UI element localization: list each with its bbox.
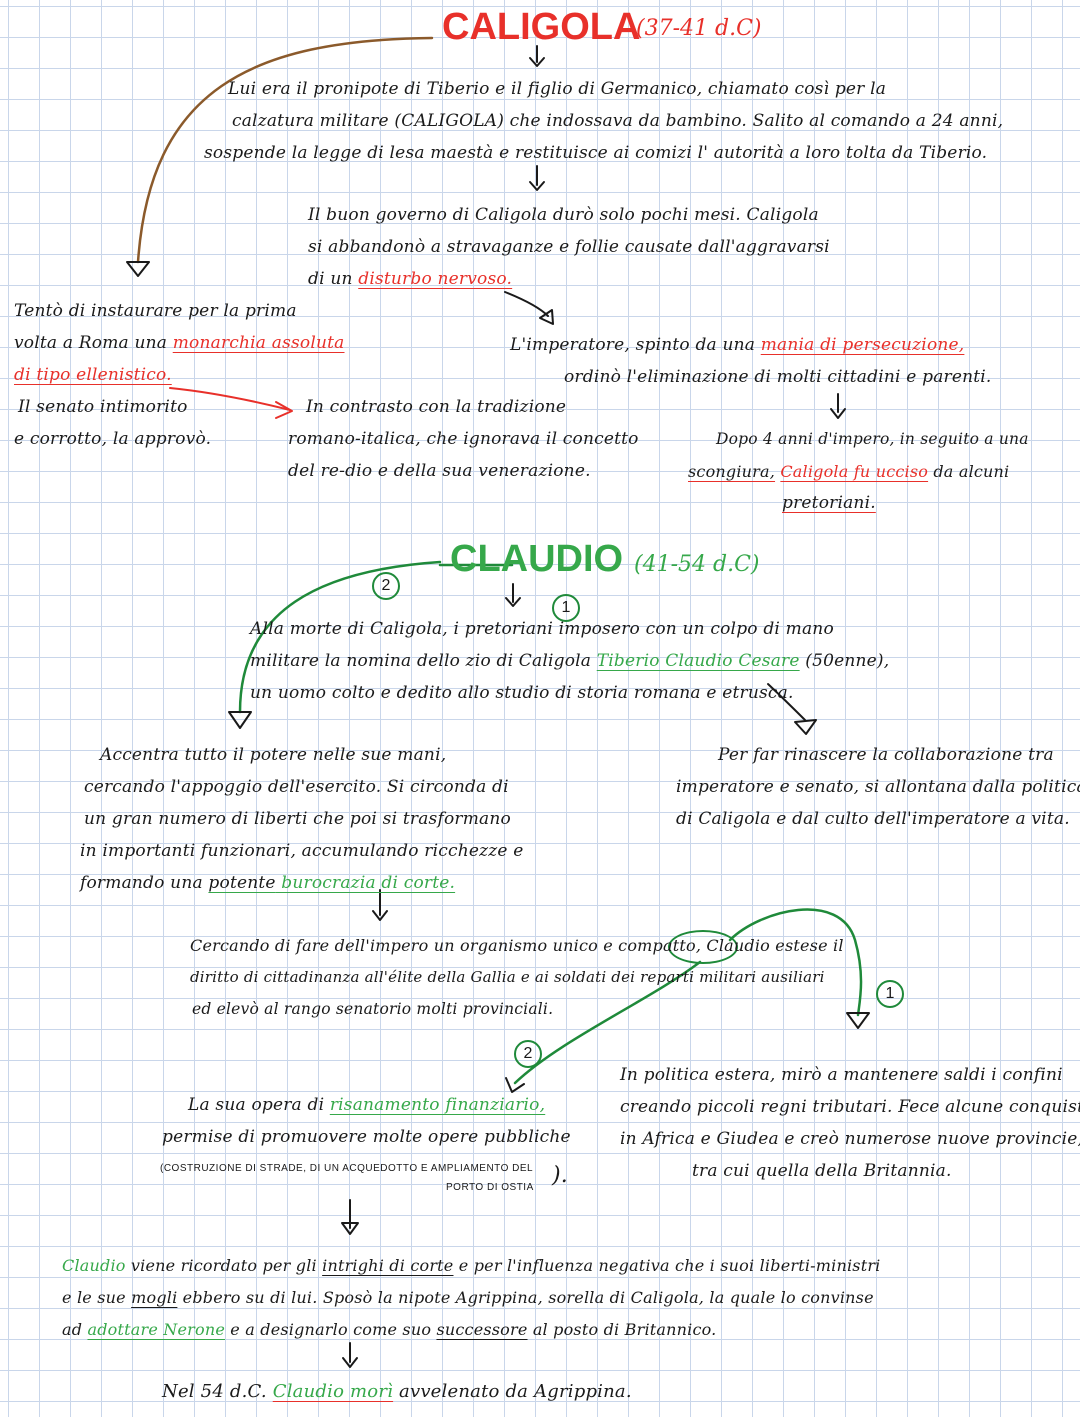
potere-line: in importanti funzionari, accumulando ri…: [80, 841, 524, 861]
claudio-oval: [668, 930, 738, 964]
contrasto-line: In contrasto con la tradizione: [306, 397, 567, 417]
risanamento-finanziario: risanamento finanziario,: [329, 1095, 546, 1115]
tiberio-claudio-cesare: Tiberio Claudio Cesare: [596, 651, 800, 671]
potere-line: Accentra tutto il potere nelle sue mani,: [100, 745, 447, 765]
caligola-dates: (37-41 d.C): [636, 16, 762, 41]
senato-line: imperatore e senato, si allontana dalla …: [676, 777, 1080, 797]
morte-line: scongiura, Caligola fu ucciso da alcuni: [688, 462, 1010, 481]
contrasto-line: del re-dio e della sua venerazione.: [288, 461, 591, 481]
badge-1: 1: [552, 594, 580, 622]
morte-line: Dopo 4 anni d'impero, in seguito a una: [716, 430, 1029, 448]
estera-line: tra cui quella della Britannia.: [692, 1161, 952, 1181]
intrighi-line: Claudio viene ricordato per gli intrighi…: [62, 1256, 881, 1275]
senato-line: di Caligola e dal culto dell'imperatore …: [676, 809, 1070, 829]
intrighi-line: e le sue mogli ebbero su di lui. Sposò l…: [62, 1288, 874, 1307]
persecuzione-line: ordinò l'eliminazione di molti cittadini…: [564, 367, 992, 387]
caligola-title: CALIGOLA: [442, 6, 641, 48]
claudio-intro-line: Alla morte di Caligola, i pretoriani imp…: [250, 619, 834, 639]
monarchia-line: Il senato intimorito: [18, 397, 188, 417]
caligola-intro-line: Lui era il pronipote di Tiberio e il fig…: [228, 79, 887, 99]
monarchia-assoluta: monarchia assoluta: [172, 333, 345, 353]
finanze-note: PORTO DI OSTIA: [446, 1182, 534, 1193]
badge-2: 2: [372, 572, 400, 600]
claudio-intro-line: militare la nomina dello zio di Caligola…: [250, 651, 890, 671]
caligola-intro-line: sospende la legge di lesa maestà e resti…: [204, 143, 988, 163]
estera-line: In politica estera, mirò a mantenere sal…: [620, 1065, 1063, 1085]
mania-persecuzione: mania di persecuzione,: [760, 335, 965, 355]
cittadinanza-line: ed elevò al rango senatorio molti provin…: [192, 1000, 554, 1018]
potere-line: un gran numero di liberti che poi si tra…: [84, 809, 511, 829]
adottare-nerone: adottare Nerone: [87, 1320, 226, 1339]
finanze-line: La sua opera di risanamento finanziario,: [188, 1095, 546, 1115]
claudio-mori: Claudio morì: [272, 1381, 394, 1402]
senato-line: Per far rinascere la collaborazione tra: [718, 745, 1054, 765]
finanze-note: (COSTRUZIONE DI STRADE, DI UN ACQUEDOTTO…: [160, 1163, 534, 1174]
disturbo-nervoso: disturbo nervoso.: [358, 269, 513, 289]
governo-line: si abbandonò a stravaganze e follie caus…: [308, 237, 830, 257]
caligola-intro-line: calzatura militare (CALIGOLA) che indoss…: [232, 111, 1004, 131]
claudio-fine: Nel 54 d.C. Claudio morì avvelenato da A…: [162, 1381, 632, 1402]
caligola-ucciso: Caligola fu ucciso: [780, 462, 929, 481]
badge-2-loop: 2: [514, 1040, 542, 1068]
monarchia-line: e corrotto, la approvò.: [14, 429, 212, 449]
monarchia-line: Tentò di instaurare per la prima: [14, 301, 297, 321]
claudio-title: CLAUDIO: [450, 538, 624, 580]
burocrazia-di-corte: burocrazia di corte.: [275, 873, 456, 893]
cittadinanza-line: diritto di cittadinanza all'élite della …: [190, 968, 825, 986]
potere-line: formando una potente burocrazia di corte…: [80, 873, 456, 893]
intrighi-line: ad adottare Nerone e a designarlo come s…: [62, 1320, 717, 1339]
potere-line: cercando l'appoggio dell'esercito. Si ci…: [84, 777, 509, 797]
morte-pretoriani: pretoriani.: [782, 493, 876, 513]
badge-1-loop: 1: [876, 980, 904, 1008]
claudio-intro-line: un uomo colto e dedito allo studio di st…: [250, 683, 794, 703]
finanze-line: permise di promuovere molte opere pubbli…: [162, 1127, 571, 1147]
contrasto-line: romano-italica, che ignorava il concetto: [288, 429, 639, 449]
persecuzione-line: L'imperatore, spinto da una mania di per…: [510, 335, 965, 355]
monarchia-line: volta a Roma una monarchia assoluta: [14, 333, 345, 353]
cittadinanza-line: Cercando di fare dell'impero un organism…: [190, 936, 844, 955]
finanze-note-close: ).: [552, 1163, 568, 1188]
governo-line: Il buon governo di Caligola durò solo po…: [308, 205, 819, 225]
tipo-ellenistico: di tipo ellenistico.: [14, 365, 172, 385]
estera-line: in Africa e Giudea e creò numerose nuove…: [620, 1129, 1080, 1149]
claudio-dates: (41-54 d.C): [634, 552, 760, 577]
governo-line: di un disturbo nervoso.: [308, 269, 513, 289]
estera-line: creando piccoli regni tributari. Fece al…: [620, 1097, 1080, 1117]
